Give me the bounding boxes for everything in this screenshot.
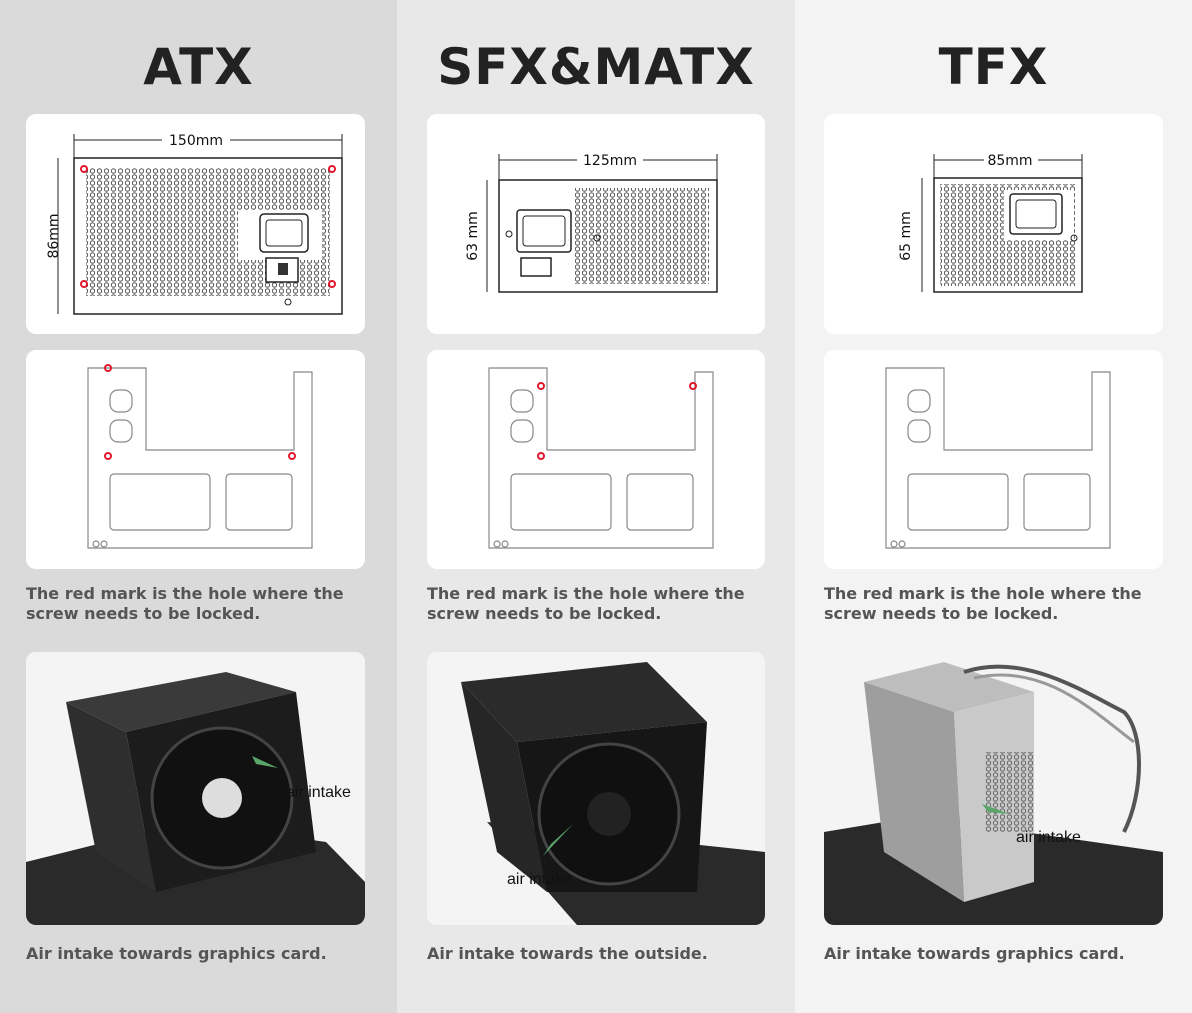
sfx-title: SFX&MATX [437,38,755,96]
atx-screw-caption: The red mark is the hole where the screw… [26,584,344,623]
atx-bracket-drawing [26,350,365,569]
atx-height-label: 86mm [46,213,62,258]
atx-psu-photo: air intake [26,652,365,925]
atx-intake-label: air intake [286,784,351,801]
tfx-intake-label: air intake [1016,829,1081,846]
atx-intake-caption: Air intake towards graphics card. [26,944,327,963]
atx-column: ATX 150mm 86mm [0,0,397,1013]
sfx-psu-photo: air intake [427,652,765,925]
tfx-column: TFX 85mm 65 mm [795,0,1192,1013]
tfx-screw-caption: The red mark is the hole where the screw… [824,584,1142,623]
sfx-intake-label: air intake [507,871,572,888]
sfx-column: SFX&MATX 125mm 63 mm [397,0,795,1013]
tfx-title: TFX [938,38,1049,96]
tfx-dimension-drawing: 85mm 65 mm [824,114,1163,334]
atx-title: ATX [143,38,254,96]
tfx-width-label: 85mm [987,153,1032,169]
sfx-height-label: 63 mm [465,211,481,261]
sfx-intake-caption: Air intake towards the outside. [427,944,708,963]
tfx-height-label: 65 mm [898,211,914,261]
sfx-width-label: 125mm [583,153,637,169]
tfx-bracket-drawing [824,350,1163,569]
sfx-bracket-drawing [427,350,765,569]
sfx-screw-caption: The red mark is the hole where the screw… [427,584,745,623]
atx-dimension-drawing: 150mm 86mm [26,114,365,334]
atx-width-label: 150mm [169,133,223,149]
tfx-psu-photo: air intake [824,652,1163,925]
tfx-intake-caption: Air intake towards graphics card. [824,944,1125,963]
sfx-dimension-drawing: 125mm 63 mm [427,114,765,334]
